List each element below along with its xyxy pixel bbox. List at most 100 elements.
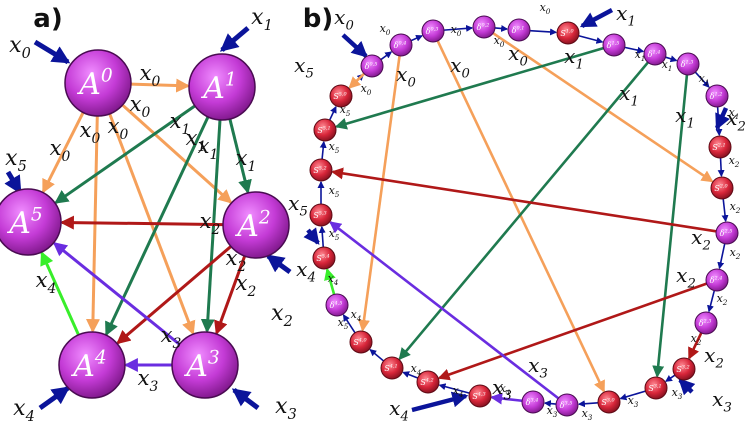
ring-node-label-S51: S5,1: [317, 126, 330, 135]
big-label-x3-b: x3: [528, 353, 548, 382]
long-edge-d35-S53: [329, 221, 560, 400]
small-label-x4-b: x4: [351, 308, 362, 323]
edge-label-x1-a: x1: [186, 126, 207, 155]
long-edge-d25-S52: [331, 167, 717, 233]
edge-a0-a2: [121, 103, 233, 204]
node-label-a5: A5: [6, 204, 43, 241]
ring-node-S52: [309, 158, 333, 182]
ring-edge-d02-d01: [494, 24, 509, 32]
ring-node-S20: [710, 176, 734, 200]
big-label-x0-b: x0: [334, 5, 354, 34]
ring-node-label-S30: S3,0: [601, 398, 614, 407]
ring-edge-S54-S53: [318, 225, 326, 248]
ring-edge-d03-d02: [443, 24, 474, 32]
ring-edge-S30-d35: [577, 400, 599, 408]
edge-a2-a3: [214, 255, 247, 336]
small-label-x5-b: x5: [329, 227, 340, 242]
edge-label-x0-a: x0: [140, 61, 161, 90]
ring-node-S50: [329, 84, 353, 108]
ring-node-S54: [312, 246, 336, 270]
edge-label-x0-a: x0: [50, 136, 71, 165]
long-edge-d23-S32: [688, 332, 703, 360]
small-label-x2-b: x2: [717, 292, 728, 307]
ring-node-d12: [705, 84, 729, 108]
small-label-x4-b: x4: [453, 384, 464, 399]
small-label-x1-b: x1: [635, 48, 646, 63]
input-arrow-x5-b: [303, 227, 320, 245]
ring-edge-d35-d34: [543, 400, 557, 408]
input-label-x5-a: x5: [5, 146, 27, 175]
input-label-x4-a: x4: [13, 396, 35, 421]
ring-edge-d25-d24: [717, 243, 726, 270]
ring-node-label-d12: δ1,2: [710, 92, 723, 101]
ring-node-S30: [597, 390, 621, 414]
input-arrow-x3-b: [678, 378, 696, 396]
ring-node-label-S43: S4,3: [472, 392, 485, 401]
edge-label-x0-a: x0: [108, 114, 129, 143]
edge-label-x3-a: x3: [161, 323, 182, 352]
long-edge-d05-S50: [348, 72, 365, 89]
small-label-x2-b: x2: [691, 332, 702, 347]
small-label-x1-b: x1: [699, 72, 710, 87]
node-label-a4: A4: [70, 347, 107, 384]
big-label-x4-b: x4: [389, 396, 409, 421]
ring-node-d04: [389, 33, 413, 57]
ring-edge-S52-S51: [319, 140, 327, 160]
edges-layer: [4, 8, 730, 413]
ring-node-d13: [676, 52, 700, 76]
small-label-x2-b: x2: [730, 200, 741, 215]
long-edge-d34-S43: [490, 392, 523, 405]
big-label-x0-b: x0: [396, 62, 416, 91]
big-label-x5-b: x5: [294, 53, 314, 82]
ring-node-label-d15: δ1,5: [607, 41, 620, 50]
edge-a1-a2: [228, 118, 252, 195]
edge-a0-a5: [41, 111, 85, 194]
small-label-x4-b: x4: [500, 382, 511, 397]
big-label-x0-b: x0: [450, 53, 470, 82]
small-label-x5-b: x5: [329, 184, 340, 199]
big-label-x1-b: x1: [616, 1, 636, 30]
small-label-x5-b: x5: [329, 140, 340, 155]
small-label-x1-b: x1: [662, 58, 673, 73]
node-a4: [58, 331, 126, 399]
ring-node-label-d34: δ3,4: [526, 398, 539, 407]
big-label-x1-b: x1: [675, 103, 695, 132]
ring-edge-S31-S30: [619, 390, 646, 401]
ring-node-d02: [472, 15, 496, 39]
ring-node-S42: [416, 370, 440, 394]
big-label-x4-b: x4: [296, 257, 316, 286]
ring-node-d34: [521, 390, 545, 414]
ring-node-S53: [309, 203, 333, 227]
input-arrow-x0-b: [341, 33, 368, 58]
small-label-x0-b: x0: [494, 34, 505, 49]
panel-label-b: b): [303, 4, 334, 34]
ring-node-label-d14: δ1,4: [648, 50, 661, 59]
long-edge-d24-S42: [437, 282, 708, 381]
edge-label-x0-a: x0: [130, 92, 151, 121]
ring-edge-S51-S50: [328, 105, 337, 121]
ring-node-S41: [380, 356, 404, 380]
small-label-x1-b: x1: [729, 106, 740, 121]
ring-node-d23: [694, 311, 718, 335]
ring-node-label-d23: δ2,3: [699, 319, 712, 328]
node-label-a2: A2: [234, 207, 271, 244]
small-label-x4-b: x4: [411, 362, 422, 377]
ring-node-S43: [468, 384, 492, 408]
ring-node-label-d13: δ1,3: [681, 60, 694, 69]
node-a2: [222, 191, 290, 259]
ring-node-label-d24: δ2,4: [710, 276, 723, 285]
small-label-x3-b: x3: [582, 407, 593, 421]
ring-edge-S21-S20: [717, 157, 725, 178]
input-arrow-x1-a: [219, 26, 250, 52]
input-label-x3-a: x3: [275, 394, 297, 421]
input-arrow-x0-a: [33, 39, 71, 65]
edge-label-x4-a: x4: [36, 268, 57, 297]
ring-node-label-S52: S5,2: [313, 166, 326, 175]
long-edge-d45-S54: [324, 267, 336, 295]
big-label-x3-b: x3: [492, 375, 512, 404]
edge-label-x1-a: x1: [170, 109, 191, 138]
ring-edge-S10-d15: [578, 35, 604, 44]
big-label-x2-b: x2: [726, 106, 746, 135]
small-label-x0-b: x0: [451, 23, 462, 38]
ring-node-d03: [421, 19, 445, 43]
